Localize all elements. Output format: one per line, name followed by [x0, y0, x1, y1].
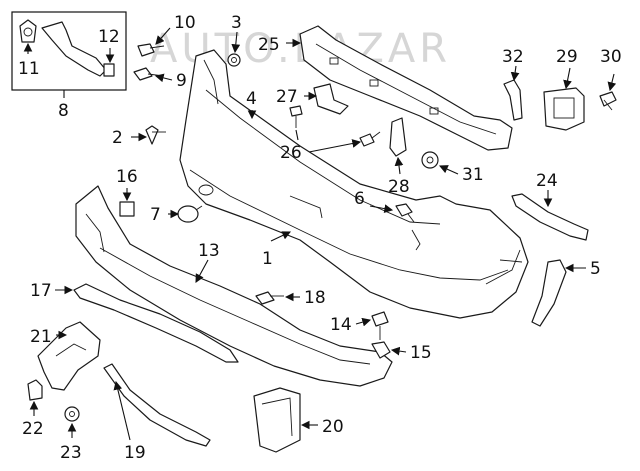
part-21-bracket — [37, 321, 101, 391]
callout-15: 15 — [410, 343, 432, 363]
callout-24: 24 — [536, 171, 558, 191]
part-22-clip — [27, 379, 43, 401]
leader-lines — [23, 27, 617, 441]
callout-3: 3 — [231, 13, 242, 33]
part-13-lower-valance — [75, 185, 393, 387]
part-3-nut — [227, 53, 241, 67]
callout-4: 4 — [246, 89, 257, 109]
callout-8: 8 — [58, 101, 69, 121]
callout-31: 31 — [462, 165, 484, 185]
callout-18: 18 — [304, 288, 326, 308]
callout-16: 16 — [116, 167, 138, 187]
part-25-reinforcement-beam — [299, 25, 513, 151]
part-14-bolt — [371, 311, 389, 340]
callout-30: 30 — [600, 47, 622, 67]
part-27-bracket — [313, 83, 349, 115]
inset-box — [11, 11, 127, 91]
callout-9: 9 — [176, 71, 187, 91]
callout-25: 25 — [258, 35, 280, 55]
callout-19: 19 — [124, 443, 146, 463]
callout-labels: 1 2 3 4 5 6 7 8 9 10 11 12 13 14 15 16 1… — [18, 13, 622, 463]
part-19-trim — [103, 363, 211, 447]
callout-29: 29 — [556, 47, 578, 67]
part-20-deflector — [253, 387, 301, 453]
part-15-clip — [371, 341, 391, 359]
callout-20: 20 — [322, 417, 344, 437]
callout-2: 2 — [112, 128, 123, 148]
part-28-bracket — [389, 117, 407, 157]
callout-22: 22 — [22, 419, 44, 439]
callout-10: 10 — [174, 13, 196, 33]
part-2-screw — [145, 125, 166, 145]
part-1-bumper-cover — [179, 49, 529, 319]
part-6-bolt — [395, 203, 415, 223]
callout-11: 11 — [18, 59, 40, 79]
callout-23: 23 — [60, 443, 82, 463]
callout-28: 28 — [388, 177, 410, 197]
callout-7: 7 — [150, 205, 161, 225]
part-29-sensor — [543, 87, 585, 131]
part-7-reflector — [177, 205, 203, 223]
callout-13: 13 — [198, 241, 220, 261]
callout-21: 21 — [30, 327, 52, 347]
part-23-nut — [64, 406, 80, 422]
callout-6: 6 — [354, 189, 365, 209]
callout-32: 32 — [502, 47, 524, 67]
part-32-bracket — [503, 79, 523, 121]
part-18-bolt — [255, 291, 284, 305]
part-16-retainer — [119, 201, 135, 217]
part-10-bolt — [137, 43, 165, 57]
part-11-clip — [19, 19, 37, 43]
part-5-side-trim — [531, 259, 567, 327]
callout-27: 27 — [276, 87, 298, 107]
callout-26: 26 — [280, 143, 302, 163]
callout-17: 17 — [30, 281, 52, 301]
callout-5: 5 — [590, 259, 601, 279]
part-12-bracket — [41, 21, 115, 77]
part-26-screw-a — [289, 105, 303, 128]
part-30-bolt — [599, 91, 617, 111]
part-24-reflector — [511, 193, 589, 241]
leader-26b — [295, 129, 299, 141]
part-17-strip — [73, 283, 239, 363]
callout-12: 12 — [98, 27, 120, 47]
part-26-screw-b — [359, 131, 381, 147]
callout-1: 1 — [262, 249, 273, 269]
callout-14: 14 — [330, 315, 352, 335]
part-31-nut — [421, 151, 439, 169]
